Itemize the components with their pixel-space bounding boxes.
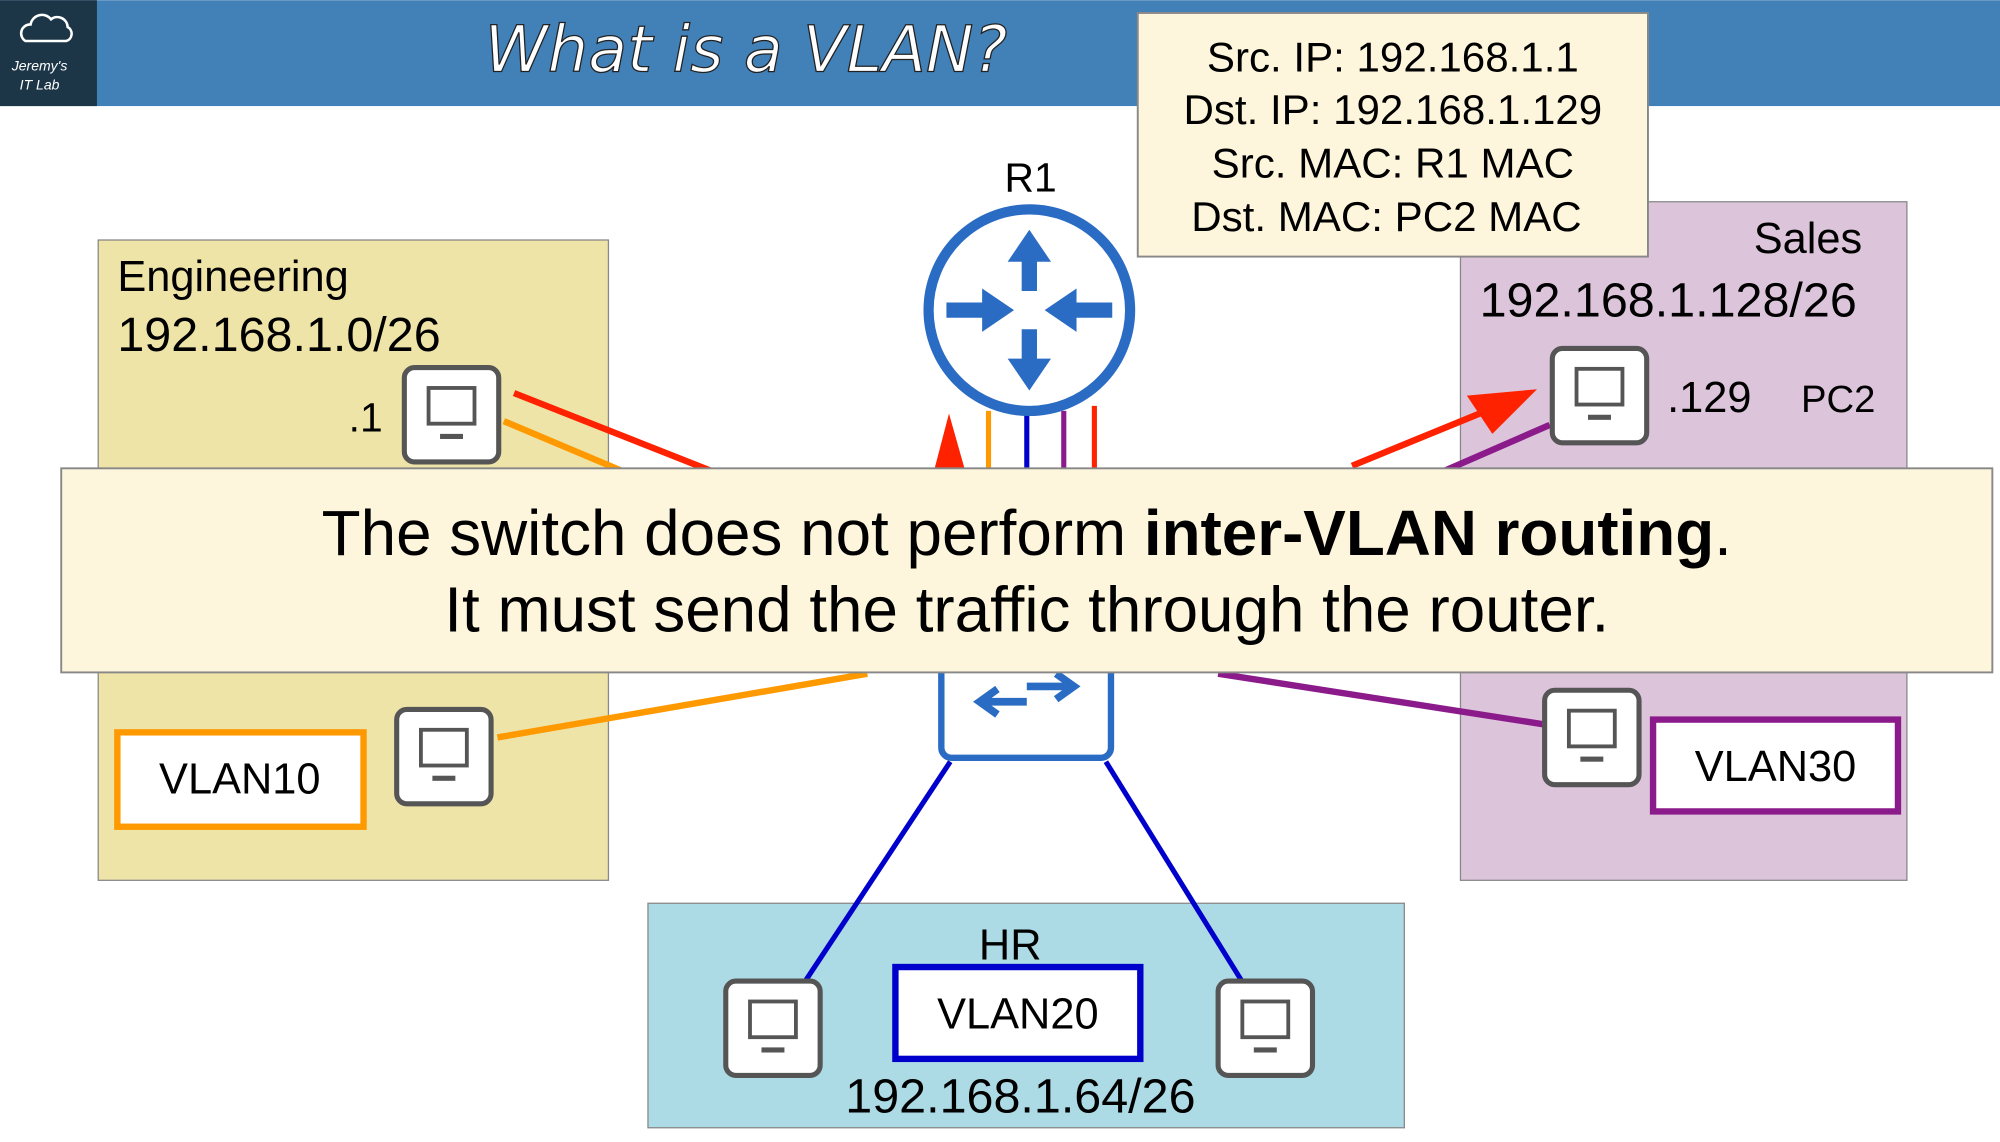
- link-pc1-switch-red: [512, 390, 716, 476]
- router-icon[interactable]: [923, 204, 1136, 417]
- pc2-name: PC2: [1801, 378, 1875, 421]
- page-title: What is a VLAN?: [485, 14, 1008, 88]
- engineering-subnet: 192.168.1.0/26: [117, 308, 440, 362]
- logo-text: IT Lab: [20, 76, 60, 92]
- vlan20-box: [892, 963, 1144, 1063]
- link-pc2: [1440, 422, 1552, 476]
- callout-banner: The switch does not perform inter-VLAN r…: [60, 467, 1994, 674]
- pc1-ip-label: .1: [349, 394, 383, 440]
- link-hr-pc2: [1103, 760, 1244, 982]
- engineering-label: Engineering: [117, 253, 348, 301]
- vlan20-label: VLAN20: [937, 990, 1098, 1038]
- dst-ip: Dst. IP: 192.168.1.129: [1183, 86, 1602, 133]
- vlan10-box: [114, 729, 367, 830]
- logo-text: Jeremy's: [11, 57, 68, 73]
- router-label: R1: [1005, 155, 1057, 201]
- link-pc-vlan10: [496, 670, 868, 741]
- link-pc1-switch: [502, 418, 627, 476]
- vlan30-box: [1649, 716, 1902, 815]
- pc2-ip-label: .129: [1667, 374, 1751, 422]
- pc-sales-2[interactable]: [1545, 690, 1639, 784]
- link-pc-vlan30: [1217, 670, 1547, 728]
- src-ip: Src. IP: 192.168.1.1: [1207, 34, 1579, 81]
- pc-hr-1[interactable]: [726, 981, 820, 1075]
- vlan10-label: VLAN10: [159, 756, 321, 804]
- hr-label: HR: [979, 921, 1042, 969]
- traffic-up-arrow-icon: [933, 413, 966, 473]
- vlan30-label: VLAN30: [1695, 743, 1857, 791]
- hr-subnet: 192.168.1.64/26: [845, 1069, 1195, 1123]
- src-mac: Src. MAC: R1 MAC: [1212, 140, 1574, 187]
- pc2-sales[interactable]: [1552, 348, 1646, 442]
- packet-info-box: Src. IP: 192.168.1.1 Dst. IP: 192.168.1.…: [1136, 12, 1649, 258]
- traffic-arrowhead-icon: [1466, 389, 1537, 434]
- banner-line-2: It must send the traffic through the rou…: [444, 574, 1609, 646]
- pc-hr-2[interactable]: [1218, 981, 1312, 1075]
- banner-line-1: The switch does not perform inter-VLAN r…: [322, 497, 1732, 569]
- dst-mac: Dst. MAC: PC2 MAC: [1191, 193, 1581, 240]
- link-hr-pc1: [803, 760, 953, 982]
- cloud-logo-icon: [19, 13, 73, 43]
- pc-engineering-2[interactable]: [397, 709, 491, 803]
- sales-subnet: 192.168.1.128/26: [1480, 274, 1857, 328]
- sales-label: Sales: [1754, 215, 1862, 263]
- traffic-arrow-line: [1350, 405, 1494, 469]
- header-bar: [0, 0, 2000, 107]
- pc-engineering-1[interactable]: [404, 368, 498, 462]
